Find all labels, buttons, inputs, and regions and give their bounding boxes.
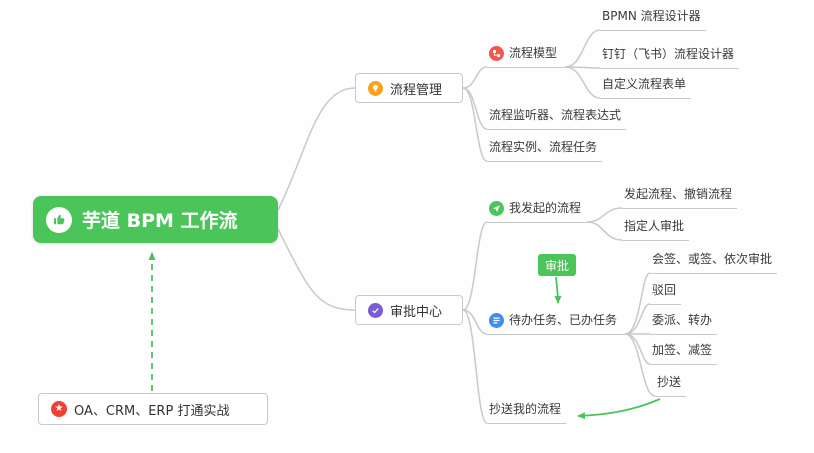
node-listener-expression[interactable]: 流程监听器、流程表达式 — [487, 107, 627, 130]
paper-plane-icon — [489, 201, 504, 216]
node-label: BPMN 流程设计器 — [602, 9, 701, 23]
node-label: 待办任务、已办任务 — [509, 313, 618, 327]
node-todo-done[interactable]: 待办任务、已办任务 — [487, 312, 625, 335]
node-process-model[interactable]: 流程模型 — [487, 45, 565, 68]
node-label: 会签、或签、依次审批 — [652, 252, 773, 266]
node-label: OA、CRM、ERP 打通实战 — [74, 403, 230, 419]
root-label: 芋道 BPM 工作流 — [82, 210, 238, 232]
node-assignee-approval[interactable]: 指定人审批 — [622, 218, 690, 241]
node-approval-center[interactable]: 审批中心 — [355, 295, 463, 325]
lightbulb-icon — [368, 80, 383, 96]
node-my-initiated[interactable]: 我发起的流程 — [487, 200, 587, 223]
node-delegate-transfer[interactable]: 委派、转办 — [650, 312, 718, 335]
node-label: 钉钉（飞书）流程设计器 — [602, 47, 735, 61]
node-label: 流程模型 — [509, 46, 558, 60]
node-label: 抄送我的流程 — [489, 402, 562, 416]
node-cc[interactable]: 抄送 — [655, 374, 687, 397]
node-label: 加签、减签 — [652, 343, 713, 357]
star-icon: ★ — [51, 401, 67, 417]
thumbs-up-icon — [46, 206, 72, 233]
node-label: 驳回 — [652, 283, 677, 297]
node-bpmn-designer[interactable]: BPMN 流程设计器 — [600, 8, 706, 31]
node-label: 抄送 — [657, 375, 682, 389]
approval-check-icon — [368, 302, 383, 318]
node-label: 委派、转办 — [652, 313, 713, 327]
node-label: 流程监听器、流程表达式 — [489, 108, 622, 122]
node-countersign[interactable]: 会签、或签、依次审批 — [650, 251, 778, 274]
node-label: 我发起的流程 — [509, 201, 582, 215]
node-label: 指定人审批 — [624, 219, 685, 233]
node-label: 流程实例、流程任务 — [489, 140, 598, 154]
node-add-remove-sign[interactable]: 加签、减签 — [650, 342, 718, 365]
arrow-cc-to-ccmy — [577, 398, 661, 420]
arrow-approval-to-todo — [554, 276, 562, 304]
approval-tag[interactable]: 审批 — [538, 254, 576, 276]
node-label: 自定义流程表单 — [602, 77, 687, 91]
node-initiate-cancel[interactable]: 发起流程、撤销流程 — [622, 186, 738, 209]
task-list-icon — [489, 313, 504, 328]
node-label: 审批中心 — [390, 304, 443, 320]
branch-lines — [277, 29, 656, 424]
node-dingtalk-designer[interactable]: 钉钉（飞书）流程设计器 — [600, 46, 740, 69]
node-cc-my-flow[interactable]: 抄送我的流程 — [487, 401, 567, 424]
node-label: 发起流程、撤销流程 — [624, 187, 733, 201]
tag-label: 审批 — [544, 258, 569, 273]
node-oa-crm-erp[interactable]: ★ OA、CRM、ERP 打通实战 — [38, 393, 268, 425]
node-process-management[interactable]: 流程管理 — [355, 73, 463, 103]
node-label: 流程管理 — [390, 82, 443, 98]
node-custom-form[interactable]: 自定义流程表单 — [600, 76, 692, 99]
flow-model-icon — [489, 46, 504, 61]
root-node[interactable]: 芋道 BPM 工作流 — [33, 196, 278, 243]
node-reject[interactable]: 驳回 — [650, 282, 682, 305]
node-instance-task[interactable]: 流程实例、流程任务 — [487, 139, 603, 162]
